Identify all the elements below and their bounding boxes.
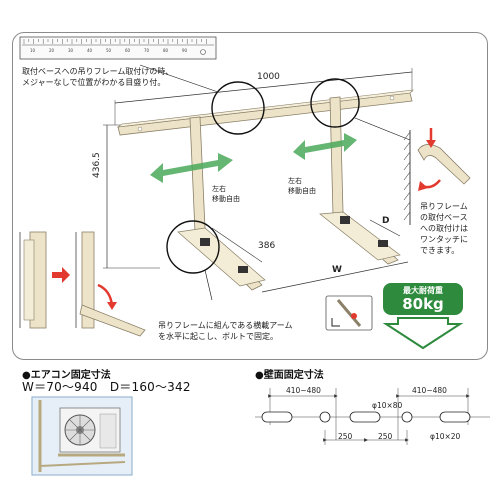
mounting-base [116, 89, 414, 136]
aircon-section-title: ●エアコン固定寸法 [22, 370, 111, 381]
dimension-height-label: 436.5 [92, 152, 102, 178]
note-bottom-2: を水平に起こし、ボルトで固定。 [158, 332, 278, 341]
wall-dim-bottom-1: 250 [338, 432, 353, 441]
slide-arrow-right [293, 133, 357, 160]
load-badge-shape [382, 283, 464, 350]
dimension-depth-label: 386 [258, 241, 276, 251]
move-label-right-2: 移動自由 [288, 187, 316, 195]
dimension-width-label: 1000 [257, 72, 280, 82]
move-label-right-1: 左右 [288, 177, 302, 185]
aircon-photo [31, 396, 133, 476]
detail-circle-top [310, 78, 360, 128]
move-label-left-1: 左右 [212, 185, 226, 193]
frame-unfold-detail [19, 231, 146, 337]
wall-dim-bottom-3: φ10×20 [430, 432, 461, 441]
detail-circle-scale [211, 81, 265, 135]
dimension-w-label: W [332, 265, 342, 275]
note-right-5: できます。 [420, 246, 460, 255]
note-right-4: ワンタッチに [420, 235, 468, 244]
ruler-tick-label: 70 [144, 48, 150, 53]
wall-dim-top-2: 410~480 [412, 386, 447, 395]
note-scale-line1: 取付ベースへの吊りフレーム取付けの時、 [22, 67, 174, 76]
ruler-tick-label: 20 [49, 48, 55, 53]
wall-dim-mid: φ10×80 [372, 401, 403, 410]
dimension-height [103, 124, 160, 269]
bolt-inset [325, 295, 373, 331]
ruler-tick-label: 10 [30, 48, 36, 53]
note-right-3: への取付けは [420, 224, 468, 233]
ruler-tick-label: 40 [87, 48, 93, 53]
dimension-d-label: D [382, 216, 390, 226]
wall-dim-bottom-2: 250 [378, 432, 393, 441]
note-scale-line2: メジャーなしで位置がわかる目盛り付。 [22, 78, 166, 87]
left-hanging-frame [177, 116, 266, 291]
scale-ruler: 10 20 30 40 50 60 70 80 90 [19, 36, 217, 60]
note-right-2: の取付ベース [420, 213, 468, 222]
wall-dim-top-1: 410~480 [286, 386, 321, 395]
ruler-tick-label: 80 [163, 48, 169, 53]
ruler-tick-label: 30 [68, 48, 74, 53]
aircon-formula: W＝70～940 D＝160～342 [22, 380, 191, 394]
dimension-width [114, 68, 413, 125]
wall-hook-detail [403, 128, 471, 225]
ruler-tick-label: 50 [106, 48, 112, 53]
ruler-tick-label: 60 [125, 48, 131, 53]
note-bottom-1: 吊りフレームに組んである横載アーム [158, 321, 293, 330]
wall-fixing-diagram [255, 388, 490, 445]
move-label-left-2: 移動自由 [212, 195, 240, 203]
wall-section-title: ●壁面固定寸法 [255, 370, 324, 381]
right-hanging-frame [319, 96, 401, 265]
detail-circle-bolt [166, 220, 220, 274]
load-badge-label: 最大耐荷重 [403, 286, 443, 295]
note-right-1: 吊りフレーム [420, 202, 468, 211]
load-badge-value: 80kg [402, 295, 444, 313]
ruler-tick-label: 90 [182, 48, 188, 53]
slide-arrow-left [150, 153, 233, 183]
